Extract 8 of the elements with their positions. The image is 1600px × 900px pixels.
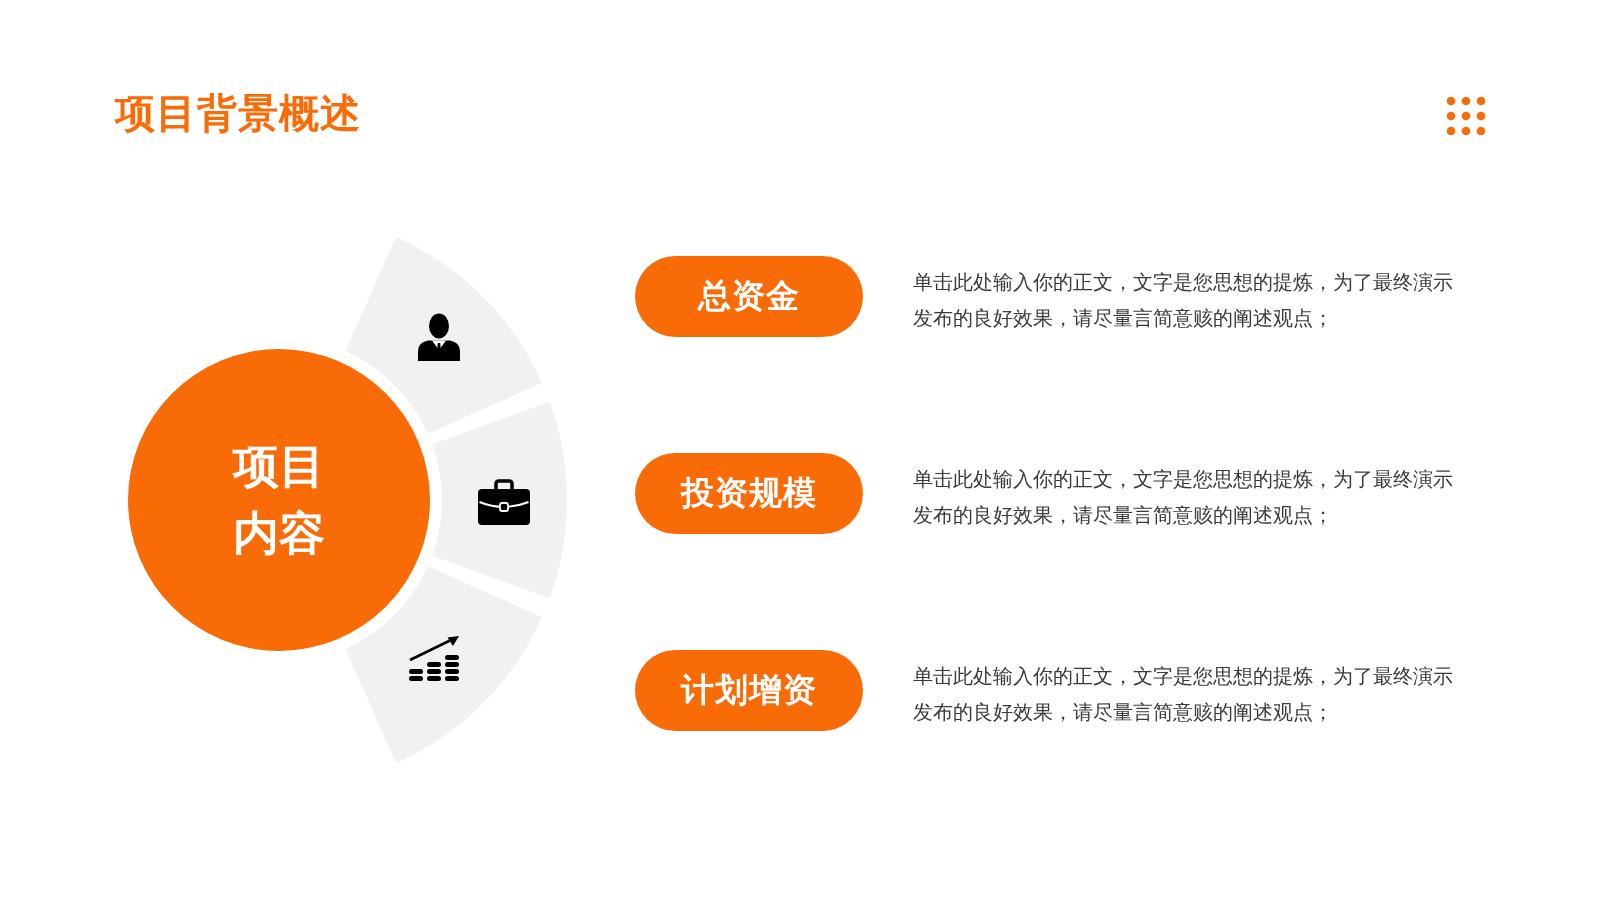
heading-pill: 总资金 xyxy=(635,256,863,337)
heading-pill: 投资规模 xyxy=(635,453,863,534)
description-text: 单击此处输入你的正文，文字是您思想的提炼，为了最终演示发布的良好效果，请尽量言简意赅的阐述观点； xyxy=(913,466,1454,529)
description-text: 单击此处输入你的正文，文字是您思想的提炼，为了最终演示发布的良好效果，请尽量言简意赅的阐述观点； xyxy=(913,269,1454,332)
description-text: 单击此处输入你的正文，文字是您思想的提炼，为了最终演示发布的良好效果，请尽量言简意赅的阐述观点； xyxy=(913,663,1454,726)
slide-title: 项目背景概述 xyxy=(115,89,361,137)
center-circle: 项目内容 xyxy=(128,349,430,651)
heading-pill: 计划增资 xyxy=(635,650,863,731)
